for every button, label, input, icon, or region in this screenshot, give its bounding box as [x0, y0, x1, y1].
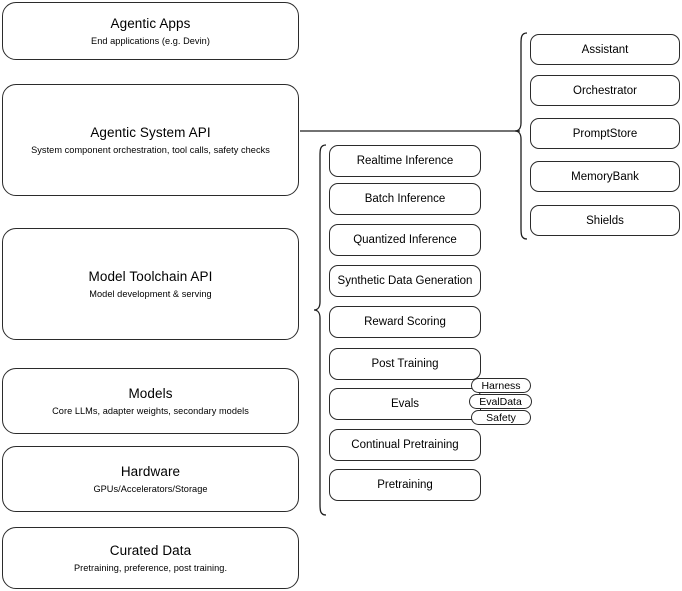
system-component-label: Assistant: [581, 43, 629, 56]
system-component-assistant[interactable]: Assistant: [530, 34, 680, 65]
toolchain-item-label: Post Training: [371, 358, 439, 370]
layer-title: Models: [128, 385, 173, 401]
system-component-orchestrator[interactable]: Orchestrator: [530, 75, 680, 106]
toolchain-item-label: Synthetic Data Generation: [337, 275, 473, 287]
layer-subtitle: Core LLMs, adapter weights, secondary mo…: [52, 405, 249, 416]
toolchain-item-realtime-inference[interactable]: Realtime Inference: [329, 145, 481, 177]
layer-subtitle: Pretraining, preference, post training.: [73, 562, 228, 573]
toolchain-item-label: Pretraining: [377, 479, 433, 491]
system-component-promptstore[interactable]: PromptStore: [530, 118, 680, 149]
system-component-memorybank[interactable]: MemoryBank: [530, 161, 680, 192]
toolchain-item-pretraining[interactable]: Pretraining: [329, 469, 481, 501]
toolchain-item-post-training[interactable]: Post Training: [329, 348, 481, 380]
evals-badge-label: EvalData: [479, 395, 522, 408]
layer-title: Model Toolchain API: [88, 268, 213, 284]
layer-title: Curated Data: [109, 542, 192, 558]
system-component-label: Shields: [586, 214, 624, 227]
toolchain-item-label: Quantized Inference: [353, 234, 457, 246]
toolchain-item-label: Realtime Inference: [356, 155, 454, 167]
system-component-label: MemoryBank: [571, 170, 639, 183]
toolchain-item-quantized-inference[interactable]: Quantized Inference: [329, 224, 481, 256]
layer-subtitle: Model development & serving: [89, 288, 212, 299]
evals-badge-evaldata[interactable]: EvalData: [469, 394, 532, 409]
toolchain-item-label: Batch Inference: [364, 193, 446, 205]
evals-badge-safety[interactable]: Safety: [471, 410, 531, 425]
evals-badge-label: Safety: [486, 411, 516, 424]
system-component-label: Orchestrator: [573, 84, 637, 97]
layer-agentic-system-api[interactable]: Agentic System API System component orch…: [2, 84, 299, 196]
system-component-label: PromptStore: [572, 127, 638, 140]
layer-subtitle: System component orchestration, tool cal…: [31, 144, 270, 155]
toolchain-item-evals[interactable]: Evals: [329, 388, 481, 420]
layer-title: Hardware: [120, 463, 181, 479]
layer-subtitle: End applications (e.g. Devin): [91, 35, 210, 46]
toolchain-item-label: Continual Pretraining: [351, 439, 459, 451]
evals-badge-label: Harness: [481, 379, 521, 392]
brace-system-components: [514, 32, 528, 240]
toolchain-item-continual-pretraining[interactable]: Continual Pretraining: [329, 429, 481, 461]
toolchain-item-label: Evals: [390, 398, 420, 410]
layer-models[interactable]: Models Core LLMs, adapter weights, secon…: [2, 368, 299, 434]
toolchain-item-reward-scoring[interactable]: Reward Scoring: [329, 306, 481, 338]
layer-subtitle: GPUs/Accelerators/Storage: [93, 483, 208, 494]
layer-hardware[interactable]: Hardware GPUs/Accelerators/Storage: [2, 446, 299, 512]
brace-toolchain-components: [313, 144, 327, 516]
layer-title: Agentic System API: [90, 124, 211, 140]
layer-curated-data[interactable]: Curated Data Pretraining, preference, po…: [2, 527, 299, 589]
layer-model-toolchain-api[interactable]: Model Toolchain API Model development & …: [2, 228, 299, 340]
evals-badge-harness[interactable]: Harness: [471, 378, 531, 393]
layer-title: Agentic Apps: [110, 15, 191, 31]
toolchain-item-synthetic-data-generation[interactable]: Synthetic Data Generation: [329, 265, 481, 297]
toolchain-item-batch-inference[interactable]: Batch Inference: [329, 183, 481, 215]
toolchain-item-label: Reward Scoring: [364, 316, 446, 328]
system-component-shields[interactable]: Shields: [530, 205, 680, 236]
layer-agentic-apps[interactable]: Agentic Apps End applications (e.g. Devi…: [2, 2, 299, 60]
